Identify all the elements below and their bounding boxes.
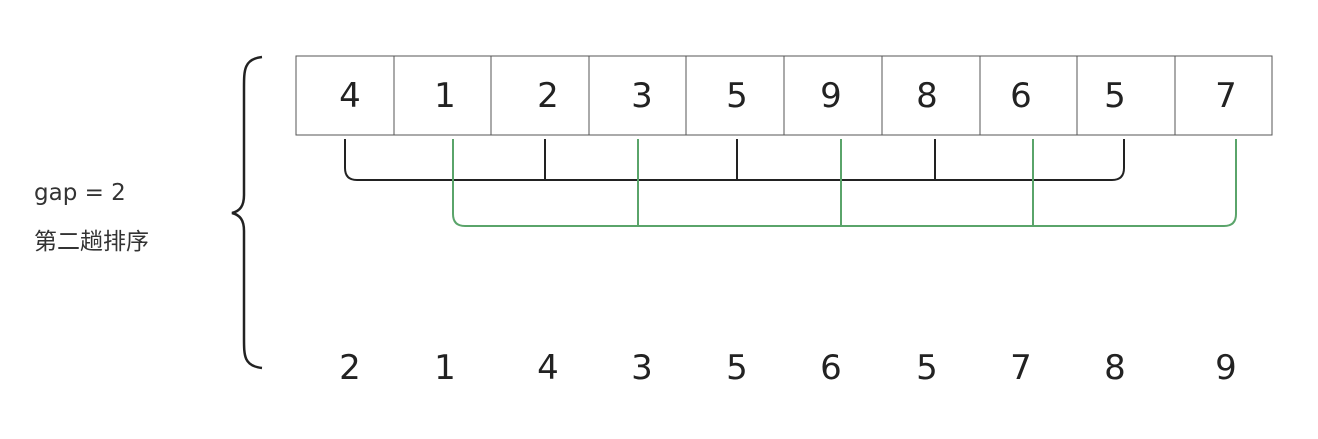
result-value-3: 3 xyxy=(631,348,653,388)
array-cell-3 xyxy=(588,55,687,136)
array-value-7: 6 xyxy=(1010,76,1032,116)
result-value-6: 5 xyxy=(916,348,938,388)
array-value-4: 5 xyxy=(726,76,748,116)
array-cell-9 xyxy=(1174,55,1273,136)
result-value-4: 5 xyxy=(726,348,748,388)
result-value-9: 9 xyxy=(1215,348,1237,388)
array-value-0: 4 xyxy=(339,76,361,116)
result-value-7: 7 xyxy=(1010,348,1032,388)
array-value-2: 2 xyxy=(537,76,559,116)
curly-brace xyxy=(231,55,263,370)
array-value-9: 7 xyxy=(1215,76,1237,116)
array-value-1: 1 xyxy=(434,76,456,116)
group-bracket-even xyxy=(344,139,1125,181)
result-value-5: 6 xyxy=(820,348,842,388)
result-value-2: 4 xyxy=(537,348,559,388)
pass-label: 第二趟排序 xyxy=(34,229,149,255)
array-cell-7 xyxy=(979,55,1078,136)
array-cell-5 xyxy=(783,55,883,136)
array-cell-4 xyxy=(685,55,785,136)
array-cell-8 xyxy=(1076,55,1176,136)
array-value-8: 5 xyxy=(1104,76,1126,116)
result-value-1: 1 xyxy=(434,348,456,388)
array-value-5: 9 xyxy=(820,76,842,116)
array-value-3: 3 xyxy=(631,76,653,116)
array-value-6: 8 xyxy=(916,76,938,116)
result-value-0: 2 xyxy=(339,348,361,388)
array-cell-0 xyxy=(295,55,395,136)
array-cell-6 xyxy=(881,55,981,136)
result-value-8: 8 xyxy=(1104,348,1126,388)
gap-label: gap = 2 xyxy=(34,180,126,206)
group-bracket-odd xyxy=(452,139,1237,227)
